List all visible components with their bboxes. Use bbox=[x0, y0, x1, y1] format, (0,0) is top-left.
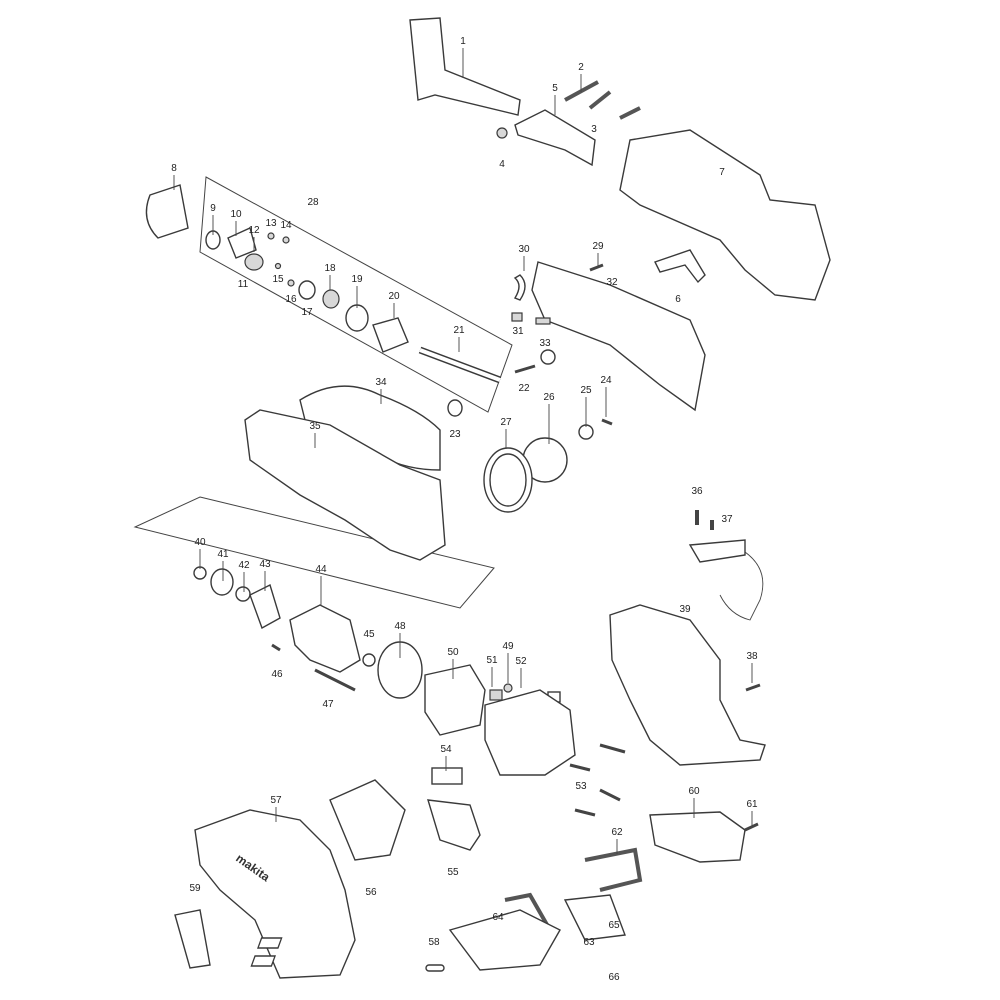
part-label-19: 19 bbox=[351, 274, 363, 285]
part-label-22: 22 bbox=[518, 383, 530, 394]
part-label-49: 49 bbox=[502, 641, 514, 652]
part-label-9: 9 bbox=[210, 203, 216, 214]
group-frame-28 bbox=[199, 176, 513, 413]
part-label-32: 32 bbox=[606, 277, 618, 288]
part-label-7: 7 bbox=[719, 167, 725, 178]
part-label-25: 25 bbox=[580, 385, 592, 396]
part-label-53: 53 bbox=[575, 781, 587, 792]
part-label-41: 41 bbox=[217, 549, 229, 560]
part-label-35: 35 bbox=[309, 421, 321, 432]
part-label-63: 63 bbox=[583, 937, 595, 948]
part-label-5: 5 bbox=[552, 83, 558, 94]
part-label-28: 28 bbox=[307, 197, 319, 208]
part-label-33: 33 bbox=[539, 338, 551, 349]
part-label-13: 13 bbox=[265, 218, 277, 229]
part-label-2: 2 bbox=[578, 62, 584, 73]
part-label-30: 30 bbox=[518, 244, 530, 255]
part-label-37: 37 bbox=[721, 514, 733, 525]
part-front-housing bbox=[619, 129, 831, 301]
part-label-45: 45 bbox=[363, 629, 375, 640]
part-label-1: 1 bbox=[460, 36, 466, 47]
part-plate bbox=[514, 109, 596, 167]
part-label-8: 8 bbox=[171, 163, 177, 174]
part-label-54: 54 bbox=[440, 744, 452, 755]
part-handle-housing bbox=[609, 604, 766, 766]
part-label-64: 64 bbox=[492, 912, 504, 923]
part-label-20: 20 bbox=[388, 291, 400, 302]
part-label-59: 59 bbox=[189, 883, 201, 894]
part-label-14: 14 bbox=[280, 220, 292, 231]
part-label-6: 6 bbox=[675, 294, 681, 305]
part-label-29: 29 bbox=[592, 241, 604, 252]
part-shoe bbox=[409, 17, 521, 116]
part-label-56: 56 bbox=[365, 887, 377, 898]
part-label-44: 44 bbox=[315, 564, 327, 575]
part-label-24: 24 bbox=[600, 375, 612, 386]
part-label-38: 38 bbox=[746, 651, 758, 662]
part-label-48: 48 bbox=[394, 621, 406, 632]
part-label-52: 52 bbox=[515, 656, 527, 667]
part-label-66: 66 bbox=[608, 972, 620, 983]
part-label-17: 17 bbox=[301, 307, 313, 318]
part-label-11: 11 bbox=[238, 279, 249, 290]
part-label-40: 40 bbox=[194, 537, 206, 548]
part-label-16: 16 bbox=[285, 294, 297, 305]
part-label-27: 27 bbox=[500, 417, 512, 428]
part-label-21: 21 bbox=[453, 325, 465, 336]
part-label-46: 46 bbox=[271, 669, 283, 680]
part-stator bbox=[424, 664, 486, 736]
part-label-50: 50 bbox=[447, 647, 459, 658]
part-label-58: 58 bbox=[428, 937, 440, 948]
part-label-61: 61 bbox=[746, 799, 758, 810]
part-label-65: 65 bbox=[608, 920, 620, 931]
part-label-31: 31 bbox=[512, 326, 524, 337]
part-sleeve bbox=[145, 184, 189, 239]
part-label-23: 23 bbox=[449, 429, 461, 440]
part-label-39: 39 bbox=[679, 604, 691, 615]
part-label-57: 57 bbox=[270, 795, 282, 806]
part-label-4: 4 bbox=[499, 159, 505, 170]
part-label-62: 62 bbox=[611, 827, 623, 838]
part-label-18: 18 bbox=[324, 263, 336, 274]
part-nut bbox=[496, 127, 508, 139]
part-label-12: 12 bbox=[248, 225, 260, 236]
part-armature bbox=[289, 604, 361, 673]
part-label-26: 26 bbox=[543, 392, 555, 403]
part-label-47: 47 bbox=[322, 699, 334, 710]
part-main-housing bbox=[194, 809, 356, 979]
part-label-15: 15 bbox=[272, 274, 284, 285]
part-label-55: 55 bbox=[447, 867, 459, 878]
part-label-43: 43 bbox=[259, 559, 271, 570]
part-label-51: 51 bbox=[486, 655, 498, 666]
part-label-42: 42 bbox=[238, 560, 250, 571]
part-gear-housing bbox=[531, 261, 706, 412]
part-label-3: 3 bbox=[591, 124, 597, 135]
part-label-34: 34 bbox=[375, 377, 387, 388]
part-label-36: 36 bbox=[691, 486, 703, 497]
part-label-10: 10 bbox=[230, 209, 242, 220]
part-gear-case bbox=[244, 409, 446, 561]
part-label-60: 60 bbox=[688, 786, 700, 797]
part-motor-housing bbox=[484, 689, 576, 776]
